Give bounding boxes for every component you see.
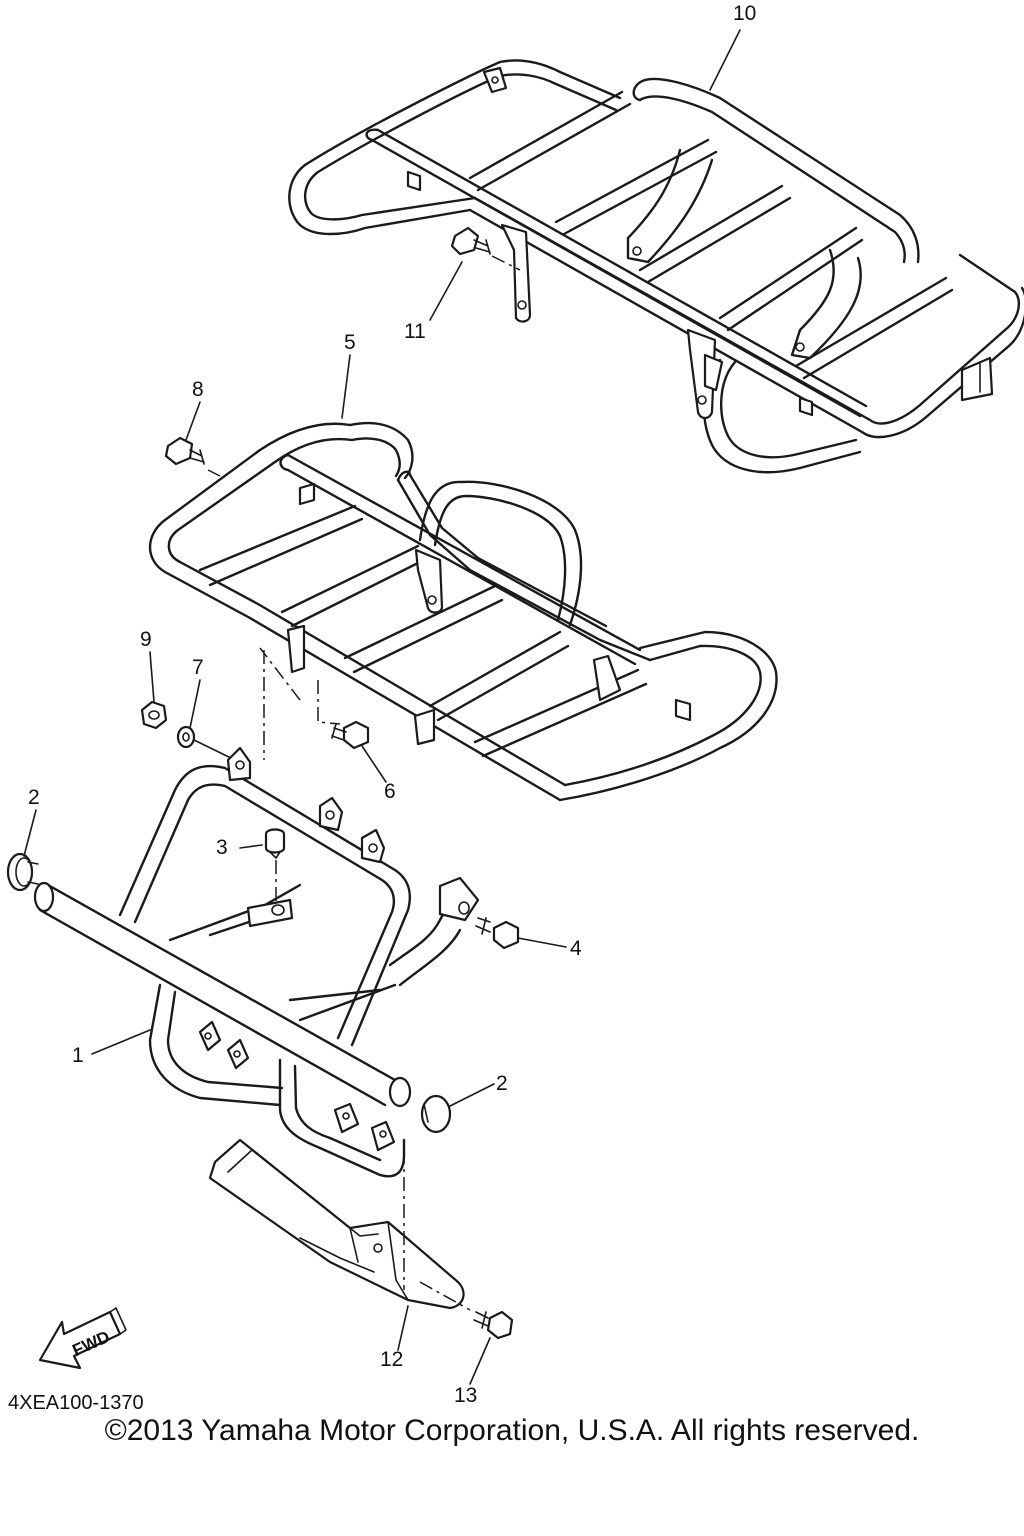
front-guard xyxy=(33,746,480,1178)
skid-plate xyxy=(208,1138,471,1311)
end-cap-left xyxy=(6,852,39,892)
copyright-notice: ©2013 Yamaha Motor Corporation, U.S.A. A… xyxy=(104,1414,920,1447)
rear-carrier xyxy=(288,59,1024,474)
bolt-13 xyxy=(473,1310,514,1340)
callout-6: 6 xyxy=(384,780,396,803)
nut-9 xyxy=(140,700,168,730)
callout-9: 9 xyxy=(140,628,152,651)
callout-3: 3 xyxy=(216,836,228,859)
grommet-3 xyxy=(264,828,286,906)
callout-5: 5 xyxy=(344,331,356,354)
front-carrier xyxy=(148,421,778,802)
callout-7: 7 xyxy=(192,656,204,679)
callout-10: 10 xyxy=(733,2,756,25)
diagram-code: 4XEA100-1370 xyxy=(8,1392,144,1414)
callout-1: 1 xyxy=(72,1044,84,1067)
bolt-4 xyxy=(475,917,520,950)
callout-11: 11 xyxy=(404,320,426,343)
callout-2-left: 2 xyxy=(28,786,40,809)
callout-12: 12 xyxy=(380,1348,403,1371)
callout-13: 13 xyxy=(454,1384,477,1407)
fwd-arrow-icon: FWD xyxy=(38,1307,127,1370)
leader-lines xyxy=(23,29,741,1385)
callout-8: 8 xyxy=(192,378,204,401)
callout-4: 4 xyxy=(570,937,582,960)
bolt-8 xyxy=(164,436,221,477)
bolt-6 xyxy=(331,720,370,750)
bolt-11 xyxy=(450,226,521,271)
end-cap-right xyxy=(420,1094,452,1134)
washer-7 xyxy=(176,725,236,761)
callout-2-right: 2 xyxy=(496,1072,508,1095)
